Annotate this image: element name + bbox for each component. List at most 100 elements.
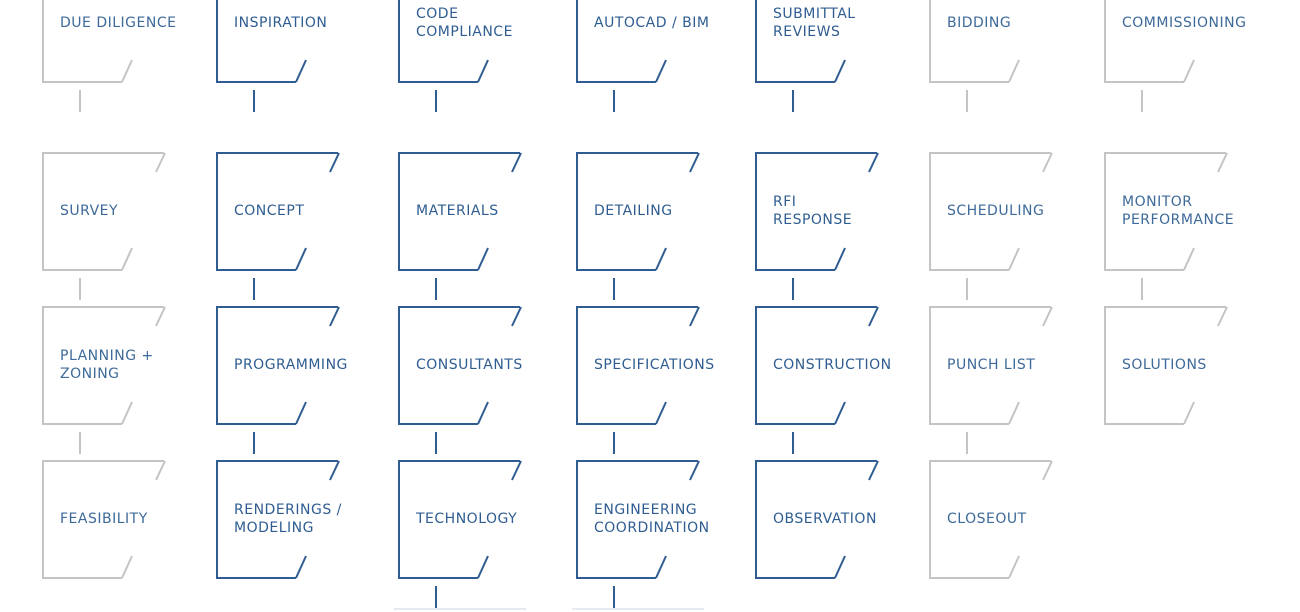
step-card[interactable]: OBSERVATION <box>755 460 915 590</box>
column-predesign: DUE DILIGENCE SURVEY PLANNING + ZONING FEAS… <box>42 0 202 612</box>
card-frame <box>576 306 700 425</box>
slash-mark <box>868 460 879 481</box>
step-label: ENGINEERING COORDINATION <box>594 502 710 536</box>
connector-line <box>435 278 437 300</box>
card-frame <box>216 152 340 271</box>
column-documents: AUTOCAD / BIM DETAILING SPECIFICATIONS ENGI… <box>572 0 736 612</box>
step-card[interactable]: SUBMITTAL REVIEWS <box>755 0 915 94</box>
connector-line <box>613 432 615 454</box>
slash-mark <box>295 59 307 83</box>
card-frame <box>929 306 1053 425</box>
card-frame <box>929 460 1053 579</box>
step-card[interactable]: CONCEPT <box>216 152 376 282</box>
step-label: BIDDING <box>947 15 1012 31</box>
slash-mark <box>1042 152 1053 173</box>
step-card[interactable]: COMMISSIONING <box>1104 0 1264 94</box>
step-card[interactable]: FEASIBILITY <box>42 460 202 590</box>
step-label: AUTOCAD / BIM <box>594 15 710 31</box>
step-label: MATERIALS <box>416 203 499 219</box>
slash-mark <box>1042 306 1053 327</box>
step-card[interactable]: MATERIALS <box>398 152 558 282</box>
card-frame <box>216 460 340 579</box>
slash-mark <box>155 152 166 173</box>
card-frame <box>42 460 166 579</box>
step-label: CONCEPT <box>234 203 305 219</box>
step-label: SPECIFICATIONS <box>594 357 715 373</box>
slash-mark <box>1008 555 1020 579</box>
slash-mark <box>329 306 340 327</box>
card-frame <box>216 0 307 83</box>
step-card[interactable]: PROGRAMMING <box>216 306 376 436</box>
slash-mark <box>1217 152 1228 173</box>
card-frame <box>42 152 166 271</box>
step-card[interactable]: SOLUTIONS <box>1104 306 1264 436</box>
card-frame <box>1104 306 1228 425</box>
slash-mark <box>1008 401 1020 425</box>
step-card[interactable]: SURVEY <box>42 152 202 282</box>
step-card[interactable]: BIDDING <box>929 0 1089 94</box>
connector-line <box>966 90 968 112</box>
connector-line <box>1141 278 1143 300</box>
slash-mark <box>1042 460 1053 481</box>
card-frame <box>42 306 166 425</box>
slash-mark <box>121 247 133 271</box>
card-frame <box>576 460 700 579</box>
slash-mark <box>1183 59 1195 83</box>
column-procurement: BIDDING SCHEDULING PUNCH LIST CLOSEOUT <box>929 0 1089 612</box>
step-card[interactable]: AUTOCAD / BIM <box>576 0 736 94</box>
slash-mark <box>121 555 133 579</box>
connector-line <box>435 586 437 608</box>
step-card[interactable]: PLANNING + ZONING <box>42 306 202 436</box>
step-card[interactable]: ENGINEERING COORDINATION <box>576 460 736 590</box>
connector-line <box>792 432 794 454</box>
card-frame <box>216 306 340 425</box>
step-label: DUE DILIGENCE <box>60 15 177 31</box>
step-card[interactable]: DUE DILIGENCE <box>42 0 202 94</box>
slash-mark <box>121 401 133 425</box>
connector-line <box>253 278 255 300</box>
slash-mark <box>511 306 522 327</box>
step-card[interactable]: DETAILING <box>576 152 736 282</box>
step-label: SURVEY <box>60 203 119 219</box>
step-card[interactable]: PUNCH LIST <box>929 306 1089 436</box>
step-card[interactable]: TECHNOLOGY <box>398 460 558 590</box>
card-frame <box>755 152 879 271</box>
step-label: PLANNING + ZONING <box>60 348 154 382</box>
slash-mark <box>477 555 489 579</box>
step-card[interactable]: SPECIFICATIONS <box>576 306 736 436</box>
slash-mark <box>477 401 489 425</box>
column-design: INSPIRATION CONCEPT PROGRAMMING RENDERINGS … <box>216 0 376 612</box>
card-frame <box>755 306 879 425</box>
slash-mark <box>834 555 846 579</box>
slash-mark <box>1217 306 1228 327</box>
slash-mark <box>834 401 846 425</box>
step-card[interactable]: CLOSEOUT <box>929 460 1089 590</box>
slash-mark <box>1008 59 1020 83</box>
step-label: INSPIRATION <box>234 15 328 31</box>
slash-mark <box>511 460 522 481</box>
step-card[interactable]: CONSTRUCTION <box>755 306 915 436</box>
step-card[interactable]: RENDERINGS / MODELING <box>216 460 376 590</box>
slash-mark <box>155 306 166 327</box>
step-card[interactable]: MONITOR PERFORMANCE <box>1104 152 1264 282</box>
step-label: CONSTRUCTION <box>773 357 892 373</box>
step-label: PUNCH LIST <box>947 357 1036 373</box>
step-label: PROGRAMMING <box>234 357 348 373</box>
slash-mark <box>834 247 846 271</box>
step-card[interactable]: CONSULTANTS <box>398 306 558 436</box>
connector-line <box>966 278 968 300</box>
slash-mark <box>329 152 340 173</box>
card-frame <box>576 152 700 271</box>
connector-line <box>613 90 615 112</box>
card-frame <box>1104 152 1228 271</box>
step-card[interactable]: SCHEDULING <box>929 152 1089 282</box>
connector-line <box>792 278 794 300</box>
step-label: CLOSEOUT <box>947 511 1027 527</box>
step-label: MONITOR PERFORMANCE <box>1122 194 1235 228</box>
step-card[interactable]: CODE COMPLIANCE <box>398 0 558 94</box>
step-card[interactable]: INSPIRATION <box>216 0 376 94</box>
slash-mark <box>155 460 166 481</box>
step-card[interactable]: RFI RESPONSE <box>755 152 915 282</box>
slash-mark <box>868 306 879 327</box>
